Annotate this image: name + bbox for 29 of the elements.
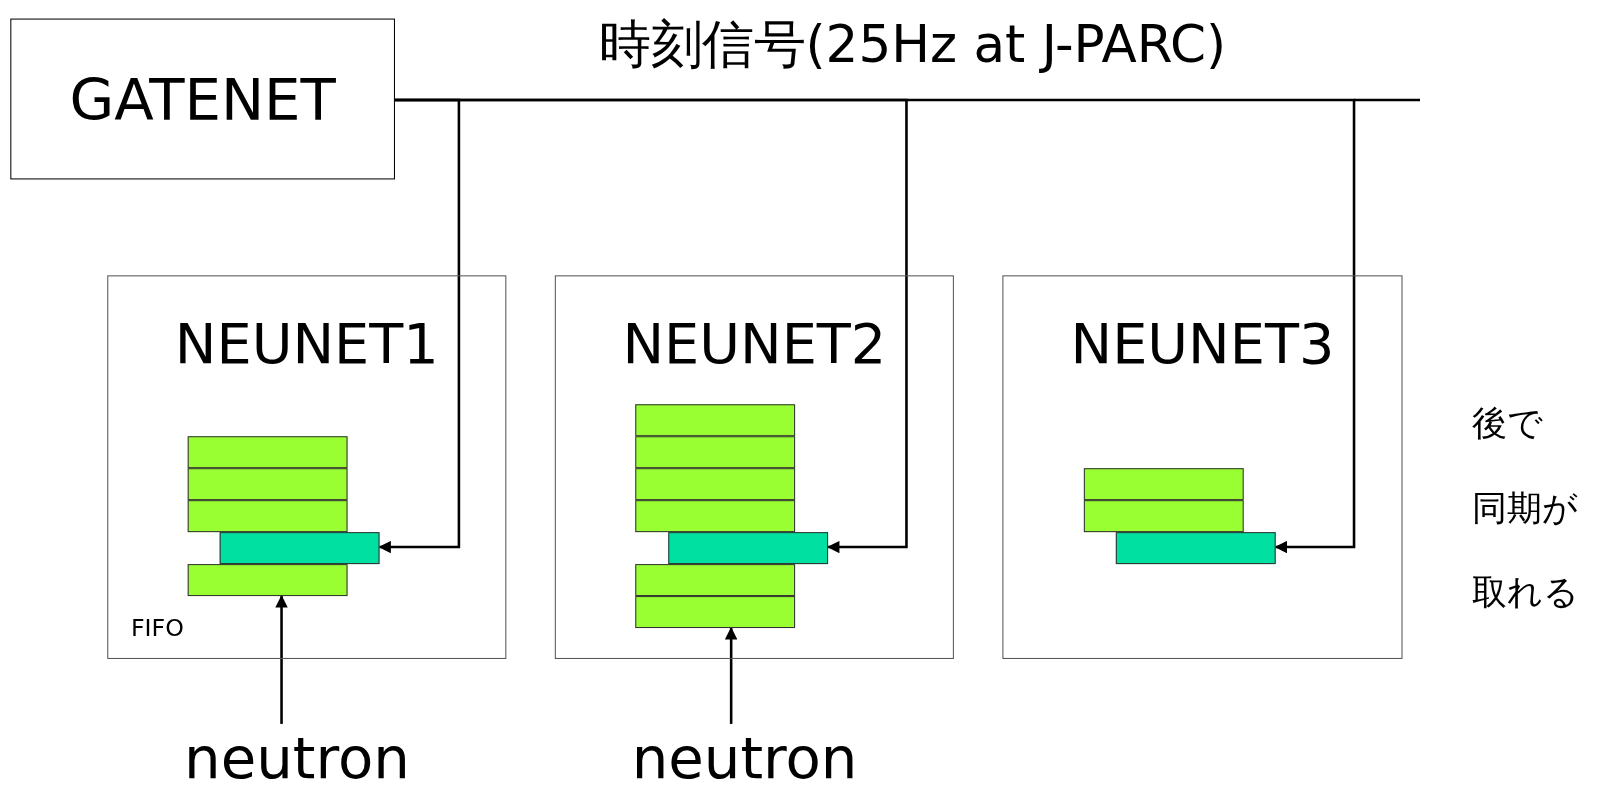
fifo-bar: [635, 468, 796, 501]
note-text: 同期が: [1471, 485, 1578, 530]
signal-label: 時刻信号(25Hz at J-PARC): [599, 13, 1227, 77]
module-title: NEUNET3: [1069, 311, 1336, 377]
arrow: [724, 627, 738, 724]
fifo-bar: [635, 404, 796, 437]
module-title: NEUNET1: [173, 311, 440, 377]
fifo-bar: [187, 500, 348, 533]
arrow: [378, 98, 461, 554]
module-title: NEUNET2: [621, 311, 888, 377]
fifo-bar: [635, 436, 796, 469]
fifo-bar: [187, 436, 348, 469]
source-label: neutron: [631, 723, 858, 786]
fifo-bar: [635, 500, 796, 533]
fifo-bar: [187, 468, 348, 501]
fifo-bar: [187, 564, 348, 597]
timestamp-bar: [219, 532, 380, 565]
arrow: [275, 595, 288, 724]
fifo-bar: [635, 564, 796, 597]
fifo-bar: [1083, 500, 1244, 533]
timestamp-bar: [668, 532, 829, 565]
stack-label: FIFO: [130, 614, 184, 642]
timestamp-bar: [1115, 532, 1276, 565]
fifo-bar: [1083, 468, 1244, 501]
arrow: [394, 98, 1356, 554]
fifo-bar: [635, 596, 796, 629]
note-text: 後で: [1471, 401, 1543, 446]
note-text: 取れる: [1471, 570, 1579, 615]
source-label: neutron: [183, 723, 411, 786]
